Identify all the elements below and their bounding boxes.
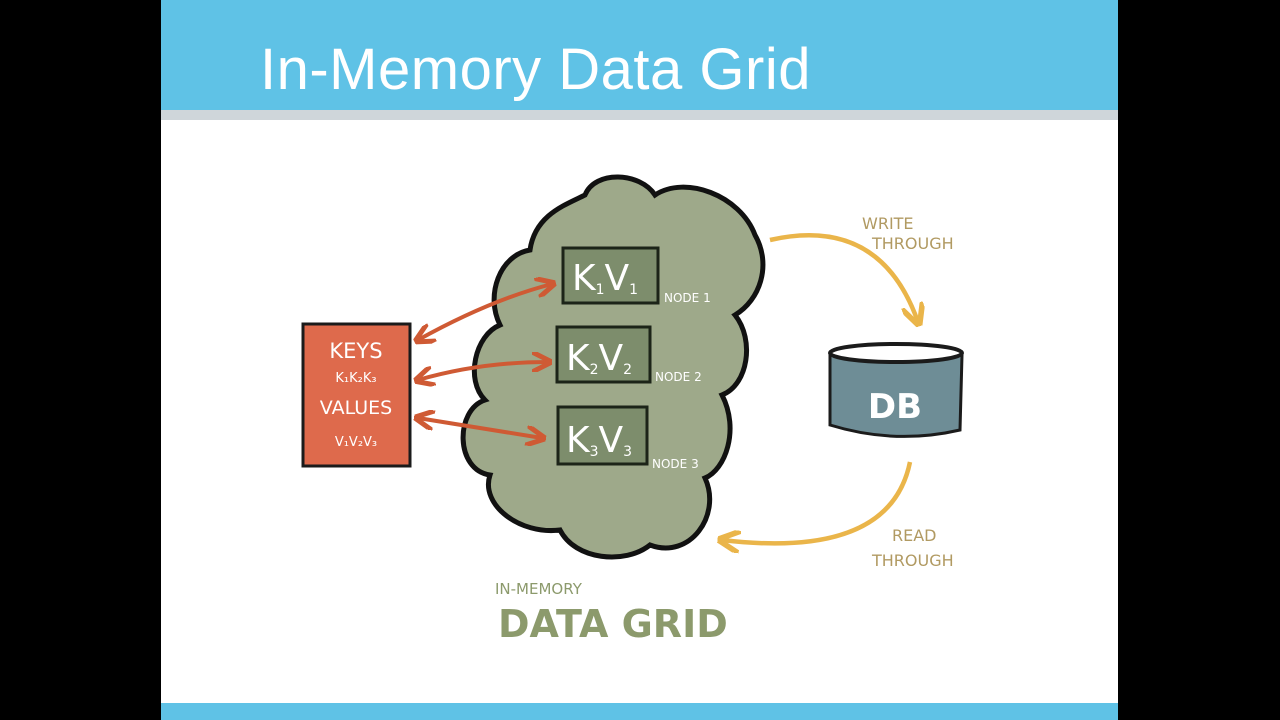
node-1-value-index: 1: [629, 282, 638, 298]
svg-text:K3V3: K3V3: [566, 420, 632, 461]
svg-text:K2V2: K2V2: [566, 338, 632, 379]
slide-title: In-Memory Data Grid: [260, 37, 811, 102]
node-3-value-index: 3: [623, 444, 632, 460]
db-label: DB: [868, 387, 922, 427]
node-1-key-index: 1: [596, 282, 605, 298]
bottom-bar: [161, 703, 1118, 720]
node-2-value: V: [599, 338, 624, 379]
values-label: VALUES: [320, 397, 392, 419]
read-through-line2: THROUGH: [871, 551, 954, 570]
grid-caption-small: IN-MEMORY: [495, 580, 583, 598]
arrow-keys-node-1: [418, 284, 552, 340]
node-2-key-index: 2: [590, 362, 599, 378]
write-through-arrow: [769, 233, 918, 322]
grid-caption-large: DATA GRID: [498, 602, 728, 646]
node-3-label: NODE: [652, 457, 687, 471]
keys-list: K₁K₂K₃: [335, 371, 376, 386]
diagram: K1V1 NODE 1 K2V2 NODE 2 K3V3 NODE 3 KEYS…: [301, 174, 964, 646]
read-through-arrow: [722, 461, 913, 543]
node-1: K1V1 NODE 1: [561, 246, 711, 305]
node-2-label: NODE: [655, 370, 690, 384]
node-2-key: K: [566, 338, 591, 379]
node-3-key-index: 3: [590, 444, 599, 460]
node-2: K2V2 NODE 2: [555, 325, 702, 384]
node-3: K3V3 NODE 3: [556, 405, 699, 471]
keys-label: KEYS: [329, 339, 382, 363]
node-3-value: V: [599, 420, 624, 461]
arrow-keys-node-3: [418, 418, 542, 438]
write-through-line2: THROUGH: [871, 234, 954, 253]
node-3-index: 3: [691, 457, 699, 471]
svg-text:K1V1: K1V1: [572, 258, 638, 299]
node-1-value: V: [605, 258, 630, 299]
slide: In-Memory Data Grid K1V1 NODE 1 K2V2 NOD…: [161, 0, 1118, 720]
arrow-keys-node-2: [418, 362, 548, 380]
node-1-key: K: [572, 258, 597, 299]
svg-text:NODE 2: NODE 2: [655, 370, 702, 384]
node-2-value-index: 2: [623, 362, 632, 378]
read-through-line1: READ: [892, 526, 937, 545]
node-2-index: 2: [694, 370, 702, 384]
node-1-index: 1: [703, 291, 711, 305]
svg-text:NODE 3: NODE 3: [652, 457, 699, 471]
keys-values-box: KEYS K₁K₂K₃ VALUES V₁V₂V₃: [301, 322, 412, 468]
title-bar: In-Memory Data Grid: [161, 0, 1118, 120]
db-cylinder: DB: [828, 342, 964, 438]
write-through-line1: WRITE: [862, 214, 914, 233]
node-3-key: K: [566, 420, 591, 461]
svg-text:NODE 1: NODE 1: [664, 291, 711, 305]
values-list: V₁V₂V₃: [335, 435, 377, 450]
node-1-label: NODE: [664, 291, 699, 305]
